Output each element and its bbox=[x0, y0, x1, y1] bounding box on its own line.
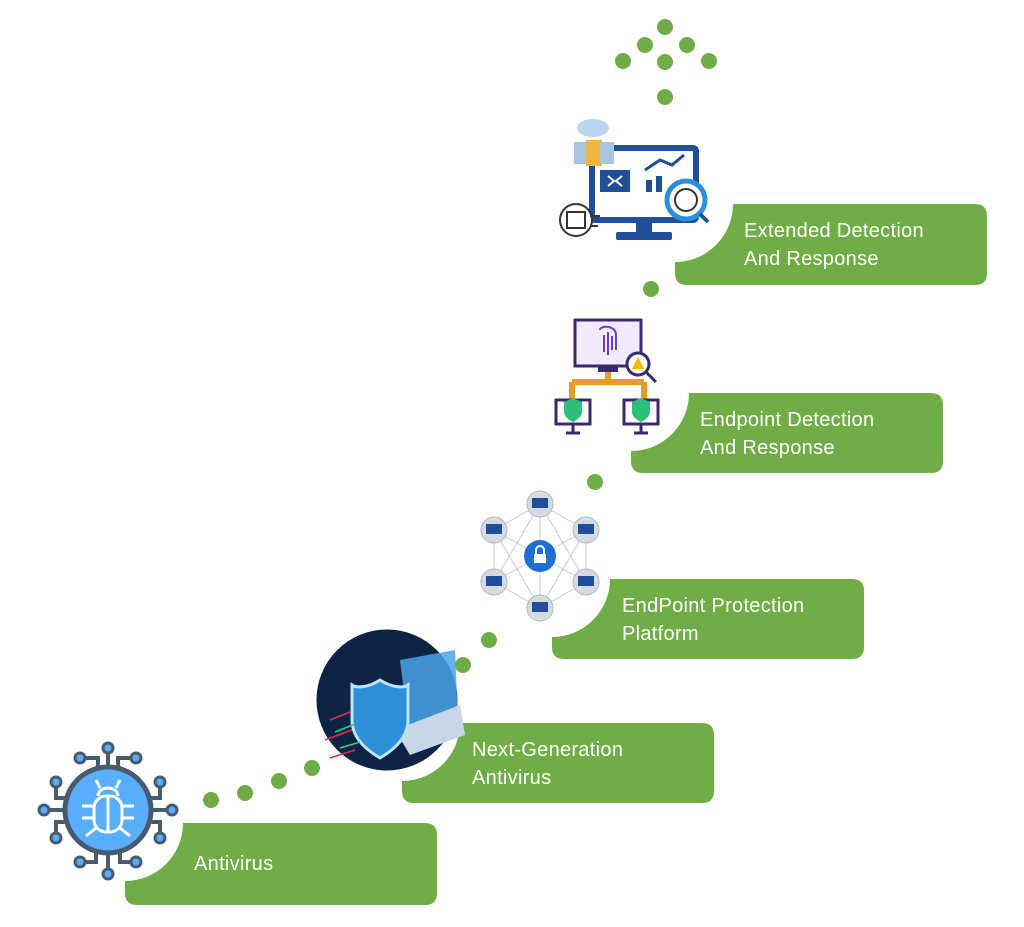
monitor-analytics-icon bbox=[559, 119, 710, 240]
step-label-line: Extended Detection bbox=[744, 220, 924, 242]
network-lock-icon bbox=[480, 490, 600, 622]
path-dot bbox=[481, 632, 497, 648]
step-label-line: Antivirus bbox=[194, 853, 274, 875]
path-dot bbox=[657, 54, 673, 70]
step-antivirus-label: Antivirus bbox=[194, 850, 273, 878]
path-dot bbox=[637, 37, 653, 53]
step-box-edr bbox=[631, 393, 943, 473]
step-epp-label: EndPoint Protection Platform bbox=[622, 592, 804, 648]
step-label-line: EndPoint Protection bbox=[622, 595, 805, 617]
step-edr-label: Endpoint Detection And Response bbox=[700, 406, 874, 462]
path-dot bbox=[657, 89, 673, 105]
step-ngav-label: Next-Generation Antivirus bbox=[472, 736, 623, 792]
path-dot bbox=[679, 37, 695, 53]
bug-circuit-icon bbox=[37, 741, 179, 881]
step-label-line: And Response bbox=[700, 437, 835, 459]
step-box-epp bbox=[552, 579, 864, 659]
step-label-line: Endpoint Detection bbox=[700, 409, 875, 431]
path-dot bbox=[271, 773, 287, 789]
path-dot bbox=[701, 53, 717, 69]
shield-laptop-icon bbox=[313, 626, 465, 774]
step-label-line: Next-Generation bbox=[472, 739, 624, 761]
step-label-line: Antivirus bbox=[472, 767, 552, 789]
step-box-xdr bbox=[675, 204, 987, 285]
path-dot bbox=[615, 53, 631, 69]
path-dot bbox=[304, 760, 320, 776]
step-box-antivirus bbox=[125, 823, 437, 905]
step-box-ngav bbox=[402, 723, 714, 803]
path-dot bbox=[455, 657, 471, 673]
path-dot bbox=[237, 785, 253, 801]
step-label-line: Platform bbox=[622, 623, 699, 645]
path-dot bbox=[643, 281, 659, 297]
step-label-line: And Response bbox=[744, 248, 879, 270]
step-xdr-label: Extended Detection And Response bbox=[744, 217, 924, 273]
fingerprint-monitor-icon bbox=[554, 318, 660, 435]
path-dot bbox=[587, 474, 603, 490]
path-dot bbox=[203, 792, 219, 808]
path-dot bbox=[657, 19, 673, 35]
